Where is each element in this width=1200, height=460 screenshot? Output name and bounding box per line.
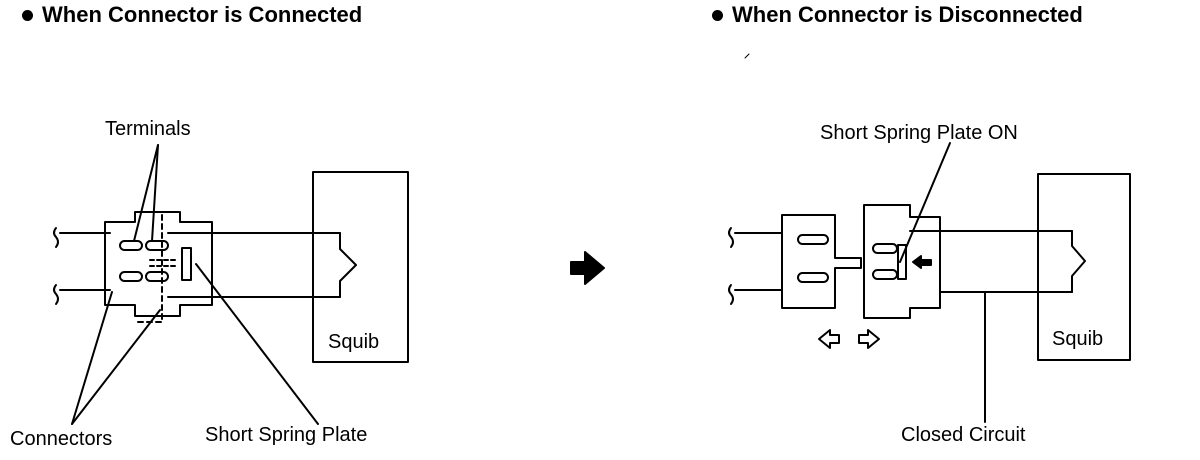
wire-break-mark [53,284,59,305]
squib-box [312,171,409,363]
short-spring-plate-on-label: Short Spring Plate ON [820,122,1018,144]
short-spring-plate-leader [195,263,319,425]
left-heading-text: When Connector is Connected [42,2,363,27]
terminal-lower-left [119,271,143,282]
terminal-left-lower [797,272,829,283]
bullet-icon [22,9,33,21]
connectors-leader [71,309,161,425]
left-diagram [53,144,409,425]
terminal-upper-left [119,240,143,251]
short-spring-plate-on-leader [899,142,951,263]
short-spring-plate [181,247,192,281]
left-squib-label: Squib [328,331,380,353]
left-heading: When Connector is Connected [22,2,362,28]
squib-box [1037,173,1131,361]
terminal-right-lower [872,269,898,280]
short-spring-plate-label: Short Spring Plate [205,424,368,446]
spring-arrow-icon [912,255,932,269]
right-heading-text: When Connector is Disconnected [732,2,1083,27]
right-outline-arrow-icon [858,329,880,349]
terminal-lower-right [145,271,169,282]
closed-circuit-label: Closed Circuit [901,424,1026,446]
connector-left [781,214,862,309]
terminals-leader [151,144,159,242]
right-heading: When Connector is Disconnected [712,2,1083,28]
wire-break-mark [53,227,59,248]
terminal-right-upper [872,243,898,254]
right-squib-label: Squib [1052,328,1104,350]
short-spring-plate-on [897,244,907,280]
left-outline-arrow-icon [818,329,840,349]
connectors-leader [71,291,113,425]
wire-break-mark [728,227,734,248]
terminals-label: Terminals [105,118,191,140]
connectors-label: Connectors [10,428,113,450]
connector-outer [104,211,213,317]
right-diagram [728,142,1131,423]
bullet-icon [712,9,723,21]
wire-break-mark [728,284,734,305]
connector-right [863,204,941,319]
terminal-upper-right [145,240,169,251]
squib-bridge [339,232,357,298]
terminal-left-upper [797,234,829,245]
terminals-leader [133,144,159,242]
arrow-right-icon [570,251,605,285]
squib-bridge [1071,230,1086,293]
